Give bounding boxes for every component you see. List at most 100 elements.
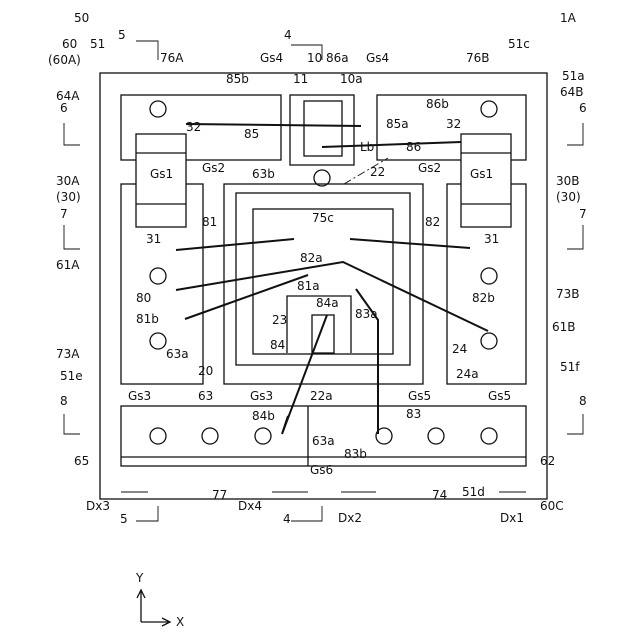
label-51e: 51e [60, 369, 83, 383]
label-76B: 76B [466, 51, 490, 65]
via-76B [481, 101, 497, 117]
label-85b: 85b [226, 72, 249, 86]
label-86: 86 [406, 140, 421, 154]
label-10: 10 [307, 51, 322, 65]
label-60: 60 [62, 37, 77, 51]
label-30A-paren: (30) [56, 190, 81, 204]
via-65-3 [255, 428, 271, 444]
via-61A-1 [150, 268, 166, 284]
label-Gs6: Gs6 [310, 463, 333, 477]
label-84a: 84a [316, 296, 339, 310]
label-60A: (60A) [48, 53, 81, 67]
label-Dx1: Dx1 [500, 511, 524, 525]
section-5-top [136, 41, 158, 60]
label-61B: 61B [552, 320, 576, 334]
label-63: 63 [198, 389, 213, 403]
label-85: 85 [244, 127, 259, 141]
label-51a: 51a [562, 69, 585, 83]
label-Dx4: Dx4 [238, 499, 262, 513]
label-31-left: 31 [146, 232, 161, 246]
label-section-8-right: 8 [579, 394, 587, 408]
label-51f: 51f [560, 360, 580, 374]
label-51: 51 [90, 37, 105, 51]
label-10a: 10a [340, 72, 363, 86]
label-section-6-right: 6 [579, 101, 587, 115]
label-Gs4-left: Gs4 [260, 51, 283, 65]
label-section-7-left: 7 [60, 207, 68, 221]
section-8-left [64, 414, 80, 434]
label-82: 82 [425, 215, 440, 229]
label-77: 77 [212, 488, 227, 502]
label-section-5-bottom: 5 [120, 512, 128, 526]
label-31-right: 31 [484, 232, 499, 246]
label-86b: 86b [426, 97, 449, 111]
label-24a: 24a [456, 367, 479, 381]
label-Dx2: Dx2 [338, 511, 362, 525]
label-51d: 51d [462, 485, 485, 499]
label-Gs4-right: Gs4 [366, 51, 389, 65]
label-20: 20 [198, 364, 213, 378]
label-73B: 73B [556, 287, 580, 301]
label-64B: 64B [560, 85, 584, 99]
section-7-left [64, 225, 80, 249]
label-30B-paren: (30) [556, 190, 581, 204]
label-86a: 86a [326, 51, 349, 65]
label-63a: 63a [166, 347, 189, 361]
label-84: 84 [270, 338, 285, 352]
label-65: 65 [74, 454, 89, 468]
label-section-8-left: 8 [60, 394, 68, 408]
label-81: 81 [202, 215, 217, 229]
via-73B [481, 268, 497, 284]
label-74: 74 [432, 488, 447, 502]
via-73A [150, 333, 166, 349]
label-Gs1-left: Gs1 [150, 167, 173, 181]
section-4-bottom [291, 506, 322, 521]
label-60C: 60C [540, 499, 564, 513]
section-7-right [567, 225, 583, 249]
label-11: 11 [293, 72, 308, 86]
label-30A: 30A [56, 174, 80, 188]
label-1A: 1A [560, 11, 577, 25]
label-73A: 73A [56, 347, 80, 361]
label-section-4-bottom: 4 [283, 512, 291, 526]
label-Gs2-left: Gs2 [202, 161, 225, 175]
label-82a: 82a [300, 251, 323, 265]
label-22: 22 [370, 165, 385, 179]
label-83a: 83a [355, 307, 378, 321]
label-50: 50 [74, 11, 89, 25]
label-Gs5-left: Gs5 [408, 389, 431, 403]
label-82b: 82b [472, 291, 495, 305]
label-62: 62 [540, 454, 555, 468]
label-61A: 61A [56, 258, 80, 272]
label-axis-y: Y [135, 571, 144, 585]
die-10 [290, 95, 354, 165]
label-81b: 81b [136, 312, 159, 326]
label-axis-x: X [176, 615, 184, 629]
wire-81 [176, 239, 294, 250]
label-Gs1-right: Gs1 [470, 167, 493, 181]
label-64A: 64A [56, 89, 80, 103]
via-77 [202, 428, 218, 444]
label-Gs2-right: Gs2 [418, 161, 441, 175]
label-section-5-top: 5 [118, 28, 126, 42]
die-24 [253, 209, 393, 354]
wire-84 [282, 315, 327, 434]
label-63a-lower: 63a [312, 434, 335, 448]
section-6-left [64, 123, 80, 145]
label-23: 23 [272, 313, 287, 327]
via-62-3 [481, 428, 497, 444]
label-81a: 81a [297, 279, 320, 293]
label-22a: 22a [310, 389, 333, 403]
label-51c: 51c [508, 37, 530, 51]
section-6-right [567, 123, 583, 145]
label-63b: 63b [252, 167, 275, 181]
section-5-bottom [136, 506, 158, 521]
label-76A: 76A [160, 51, 184, 65]
via-65-1 [150, 428, 166, 444]
label-Gs3-left: Gs3 [128, 389, 151, 403]
via-76A [150, 101, 166, 117]
label-32-left: 32 [186, 120, 201, 134]
label-section-7-right: 7 [579, 207, 587, 221]
section-8-right [567, 414, 583, 434]
